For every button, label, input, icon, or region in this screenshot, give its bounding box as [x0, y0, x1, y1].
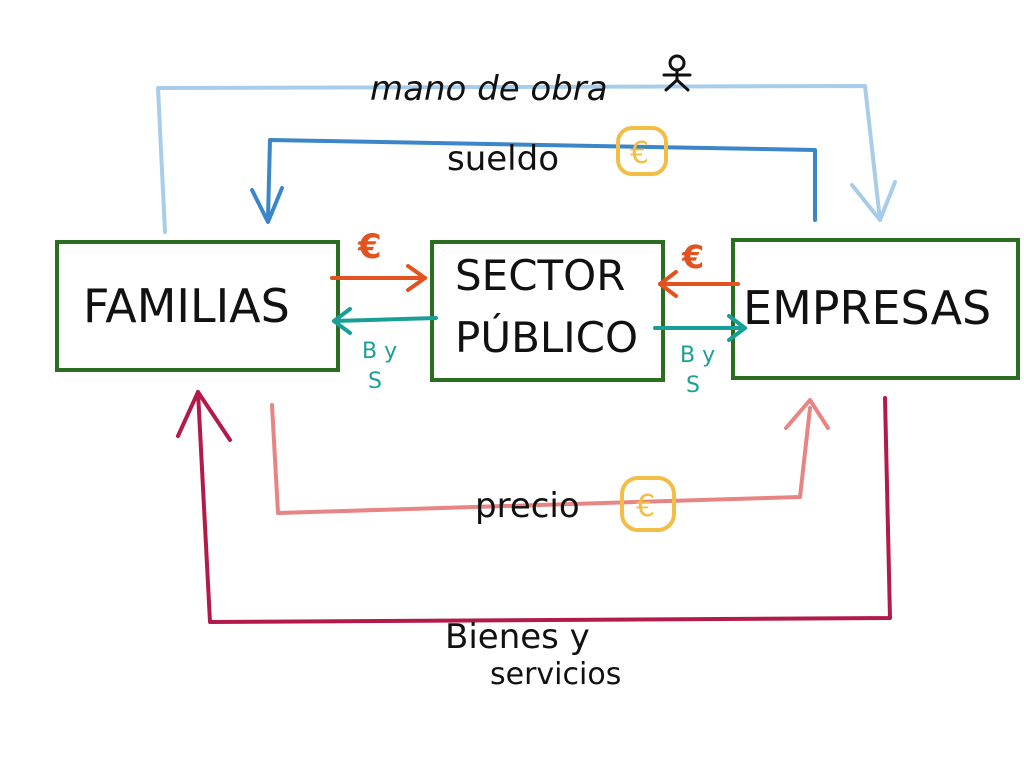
label-precio: precio [475, 486, 580, 526]
euro-coin-icon: € [616, 126, 668, 176]
flow-sueldo [250, 138, 817, 224]
flow-sector-to-empresas [653, 314, 747, 342]
node-empresas: EMPRESAS [731, 238, 1020, 380]
label-mano-de-obra: mano de obra [370, 69, 608, 109]
label-euro-right: € [681, 238, 704, 276]
label-bys-left-1: B y [362, 339, 397, 364]
flow-bienes-y-servicios [176, 390, 892, 624]
flow-mano-de-obra [156, 84, 897, 234]
label-bys-right-1: B y [680, 343, 715, 368]
euro-coin-icon: € [620, 476, 676, 532]
node-sector-publico: SECTOR PÚBLICO [430, 240, 665, 382]
label-bienes-line1: Bienes y [445, 617, 590, 657]
person-icon [662, 54, 692, 92]
svg-text:€: € [636, 489, 655, 524]
flow-sector-to-familias [332, 307, 438, 335]
node-sector-label-1: SECTOR [455, 251, 625, 300]
label-sueldo: sueldo [447, 139, 559, 179]
node-familias: FAMILIAS [55, 240, 340, 372]
node-empresas-label: EMPRESAS [743, 281, 991, 335]
flow-familias-to-sector [330, 264, 427, 292]
label-bys-left-2: S [368, 369, 382, 394]
label-bys-right-2: S [686, 373, 700, 398]
node-sector-label-2: PÚBLICO [455, 312, 638, 362]
flow-empresas-to-sector [658, 270, 740, 298]
label-euro-left: € [357, 227, 382, 267]
node-familias-label: FAMILIAS [83, 279, 290, 333]
svg-text:€: € [630, 136, 649, 171]
flow-precio [270, 398, 830, 515]
label-bienes-line2: servicios [490, 657, 621, 692]
